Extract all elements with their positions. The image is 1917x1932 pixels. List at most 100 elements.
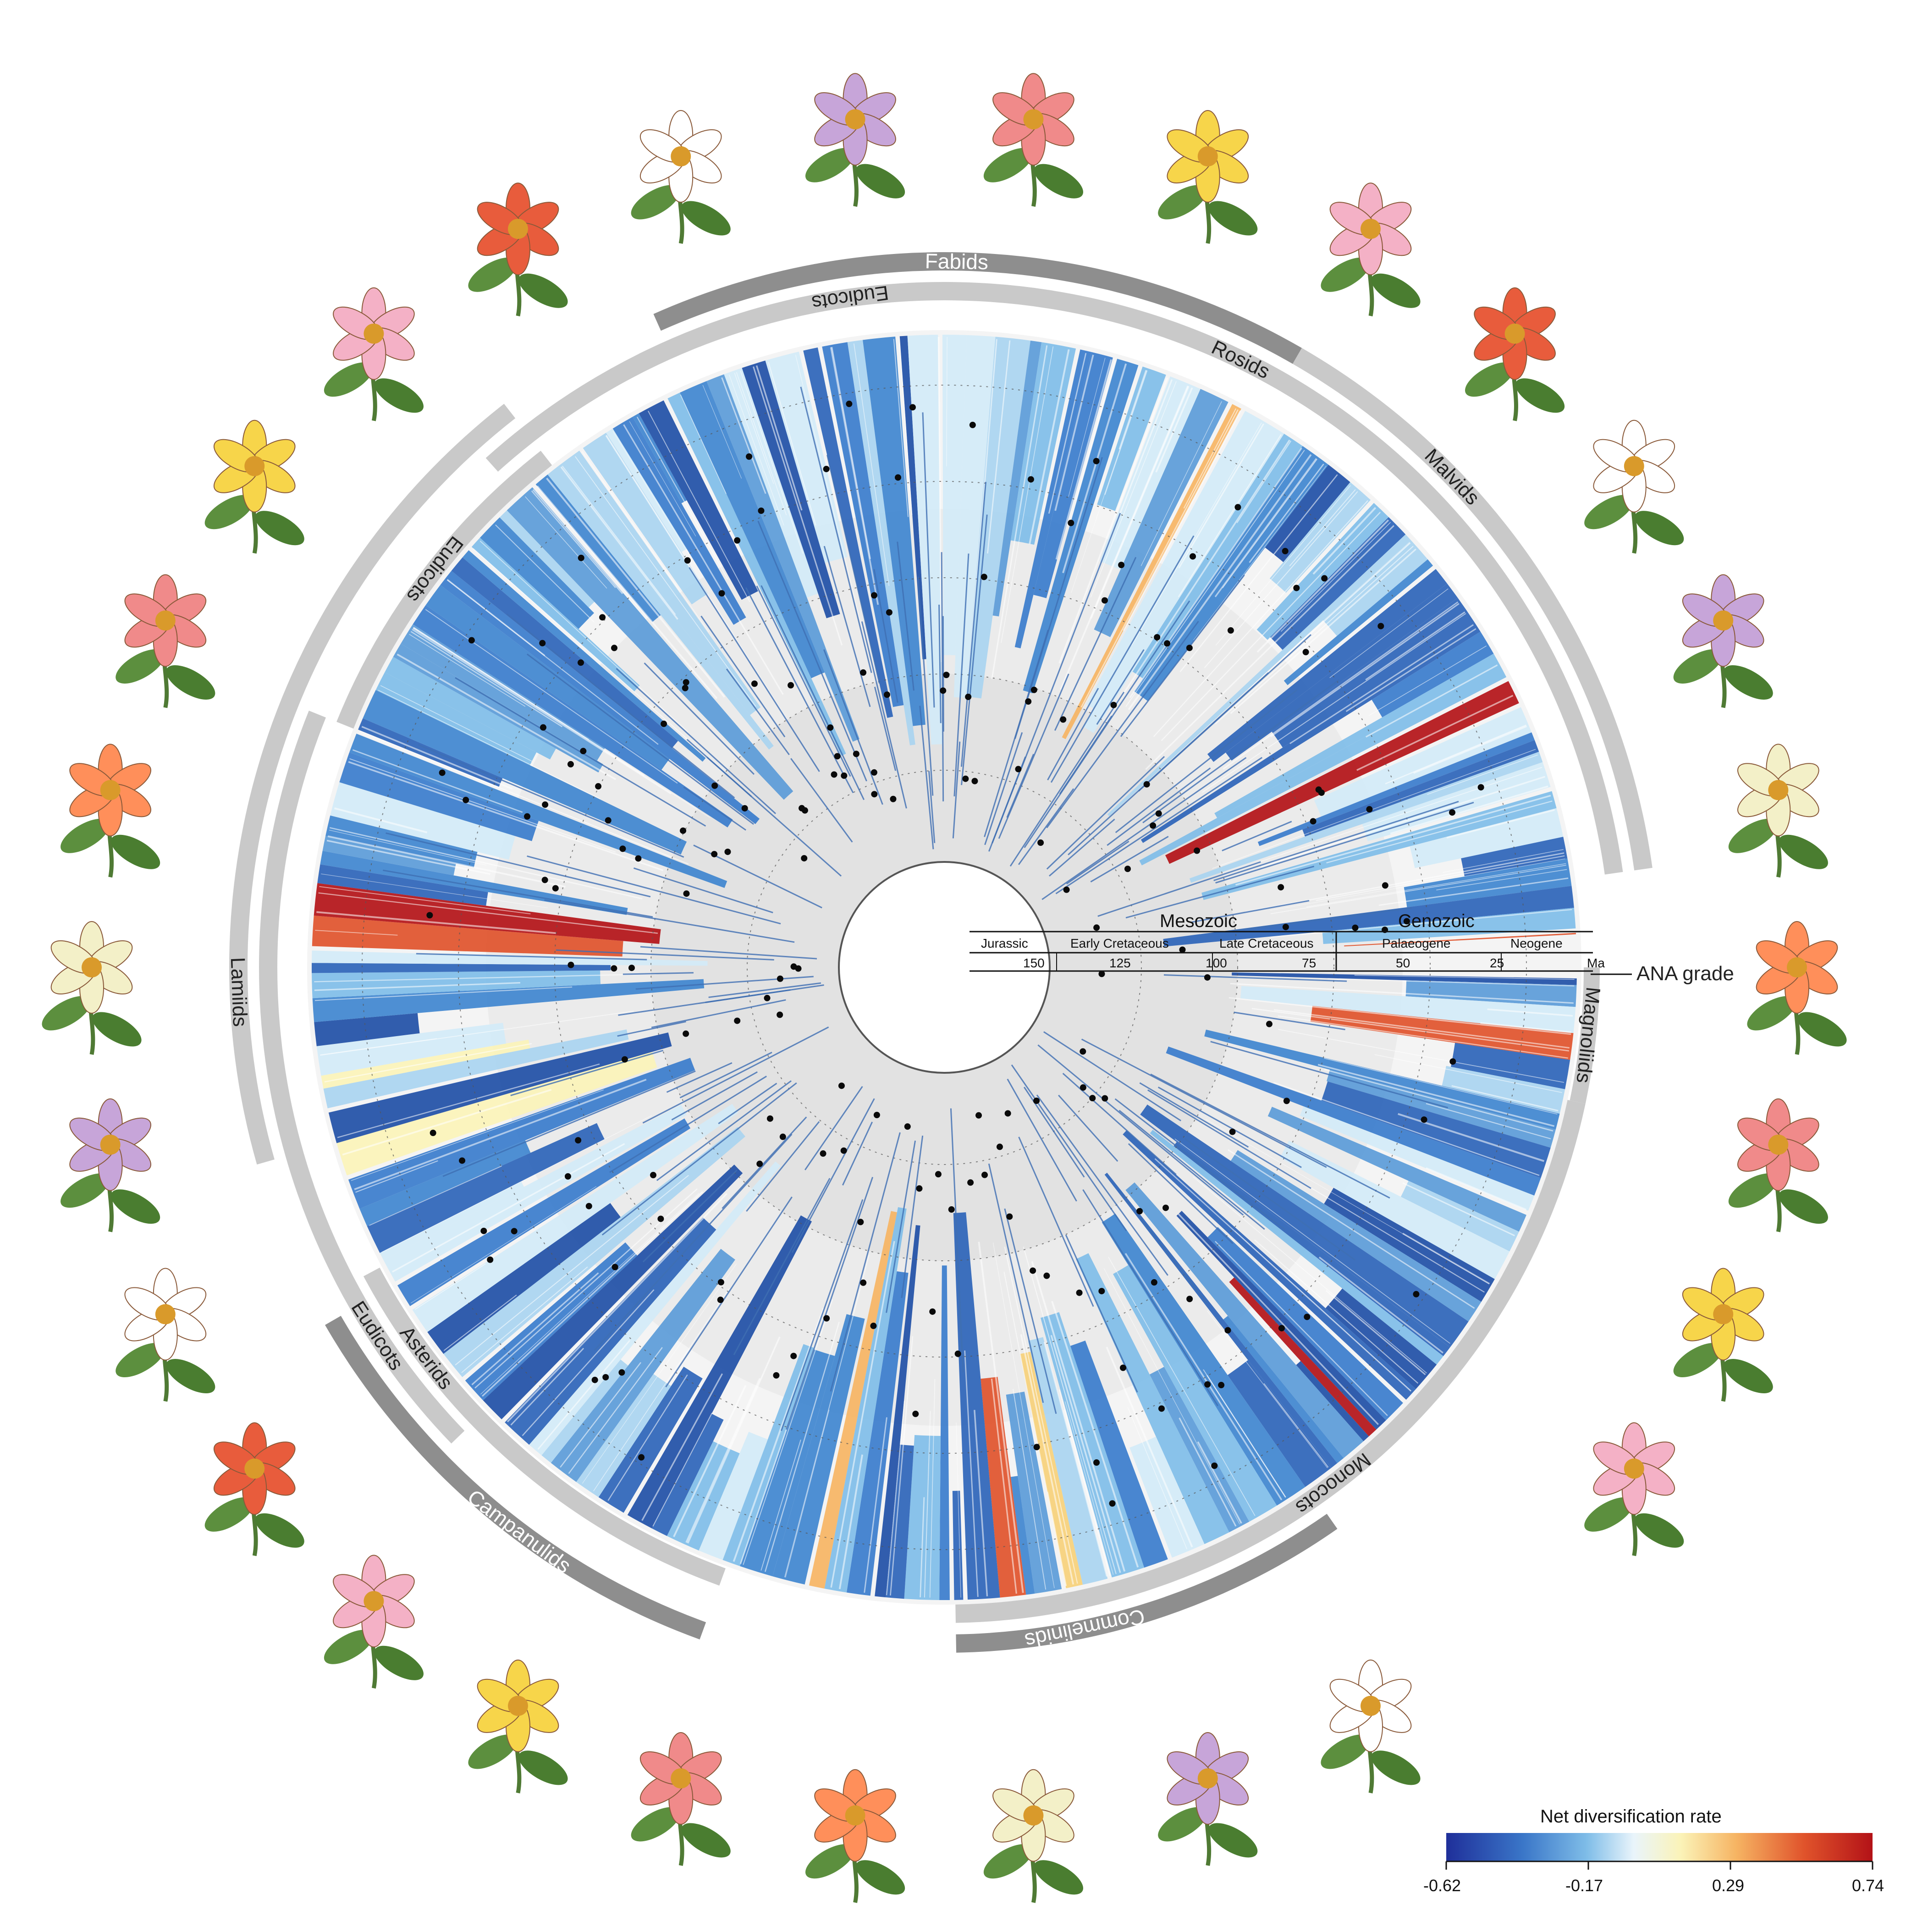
fossil-dot: [1218, 1382, 1224, 1388]
fossil-dot: [767, 1115, 773, 1122]
period-jurassic: Jurassic: [981, 936, 1028, 950]
fossil-dot: [1006, 1214, 1013, 1220]
fossil-dot: [975, 1112, 982, 1119]
fossil-dot: [871, 592, 877, 599]
legend-tick-max: 0.74: [1852, 1876, 1884, 1895]
flower-illustration: [1742, 922, 1852, 1054]
fossil-dot: [578, 555, 584, 561]
flower-illustration: [978, 1770, 1088, 1903]
flower-illustration: [626, 110, 736, 243]
fossil-dot: [1028, 476, 1034, 483]
fossil-dot: [886, 609, 892, 616]
fossil-dot: [981, 1172, 988, 1178]
fossil-dot: [1093, 458, 1100, 464]
flower-illustration: [463, 1660, 573, 1793]
legend-colorbar: [1446, 1833, 1873, 1861]
fossil-dot: [580, 748, 586, 754]
tick-150: 150: [1023, 956, 1045, 970]
fossil-dot: [758, 508, 764, 514]
fossil-dot: [965, 694, 971, 700]
fossil-dot: [1144, 781, 1150, 788]
fossil-dot: [1043, 1273, 1050, 1279]
fossil-dot: [981, 574, 987, 580]
flower-illustration: [55, 1099, 165, 1232]
fossil-dot: [578, 659, 584, 666]
fossil-dot: [780, 1134, 786, 1140]
fossil-dot: [459, 1157, 465, 1164]
fossil-dot: [592, 1377, 598, 1383]
fossil-dot: [612, 1264, 618, 1270]
fossil-dot: [1080, 1048, 1086, 1054]
clade-label-fabids: Fabids: [925, 249, 988, 274]
fossil-dot: [717, 1297, 724, 1303]
fossil-dot: [567, 962, 574, 968]
fossil-dot: [1102, 1095, 1108, 1102]
fossil-dot: [841, 1148, 847, 1154]
fossil-dot: [1377, 623, 1384, 629]
fossil-dot: [777, 1011, 783, 1018]
tick-100: 100: [1206, 956, 1227, 970]
fossil-dot: [1118, 562, 1124, 568]
fossil-dot: [773, 1372, 779, 1379]
fossil-dot: [1190, 553, 1196, 560]
fossil-dot: [611, 645, 617, 651]
fossil-dot: [426, 912, 433, 918]
flower-illustration: [1723, 1099, 1833, 1232]
fossil-dot: [1293, 585, 1300, 591]
fossil-dot: [1449, 809, 1455, 816]
legend-tick-2: -0.17: [1565, 1876, 1603, 1895]
fossil-dot: [1005, 1110, 1011, 1116]
fossil-dot: [1228, 627, 1234, 634]
era-cenozoic: Cenozoic: [1398, 911, 1475, 931]
fossil-dot: [684, 557, 691, 563]
clade-label-lamiids: Lamiids: [226, 957, 251, 1027]
fossil-dot: [929, 1308, 936, 1315]
legend-tick-min: -0.62: [1423, 1876, 1461, 1895]
fossil-dot: [1278, 884, 1284, 890]
fossil-dot: [567, 761, 574, 767]
fossil-dot: [1030, 1267, 1036, 1274]
fossil-dot: [683, 679, 689, 685]
fossil-dot: [1224, 1327, 1231, 1334]
fossil-dot: [764, 995, 771, 1001]
fossil-dot: [971, 778, 978, 784]
flower-illustration: [626, 1733, 736, 1866]
fossil-dot: [1164, 640, 1170, 646]
fossil-dot: [719, 590, 725, 596]
fossil-dot: [940, 687, 946, 694]
fossil-dot: [860, 669, 866, 676]
fossil-dot: [1063, 887, 1070, 893]
fossil-dot: [756, 1161, 763, 1167]
legend-title: Net diversification rate: [1540, 1806, 1722, 1827]
tick-unit: Ma: [1587, 956, 1605, 970]
fossil-dot: [874, 1112, 880, 1118]
fossil-dot: [870, 1323, 876, 1329]
fossil-dot: [552, 885, 559, 891]
fossil-dot: [1321, 575, 1328, 581]
fossil-dot: [542, 877, 548, 883]
flower-illustration: [463, 183, 573, 316]
fossil-dot: [1284, 1098, 1290, 1104]
fossil-dot: [1266, 1021, 1272, 1027]
fossil-dot: [430, 1130, 436, 1136]
fossil-dot: [1413, 1291, 1419, 1297]
fossil-dot: [955, 1351, 961, 1357]
tick-50: 50: [1396, 956, 1410, 970]
fossil-dot: [935, 1171, 942, 1177]
fossil-dot: [823, 466, 830, 472]
fossil-dot: [1136, 1208, 1143, 1214]
fossil-dot: [802, 807, 808, 814]
fossil-dot: [1154, 634, 1160, 640]
fossil-dot: [1060, 716, 1066, 723]
fossil-dot: [904, 1123, 911, 1130]
fossil-dot: [1162, 1204, 1169, 1211]
tick-125: 125: [1109, 956, 1131, 970]
period-palaeogene: Palaeogene: [1382, 936, 1450, 950]
fossil-dot: [1186, 1296, 1193, 1302]
fossil-dot: [605, 817, 611, 823]
fossil-dot: [838, 1082, 845, 1089]
fossil-dot: [586, 1203, 592, 1209]
fossil-dot: [1150, 822, 1156, 829]
flower-illustration: [978, 73, 1088, 206]
fossil-dot: [884, 691, 890, 698]
